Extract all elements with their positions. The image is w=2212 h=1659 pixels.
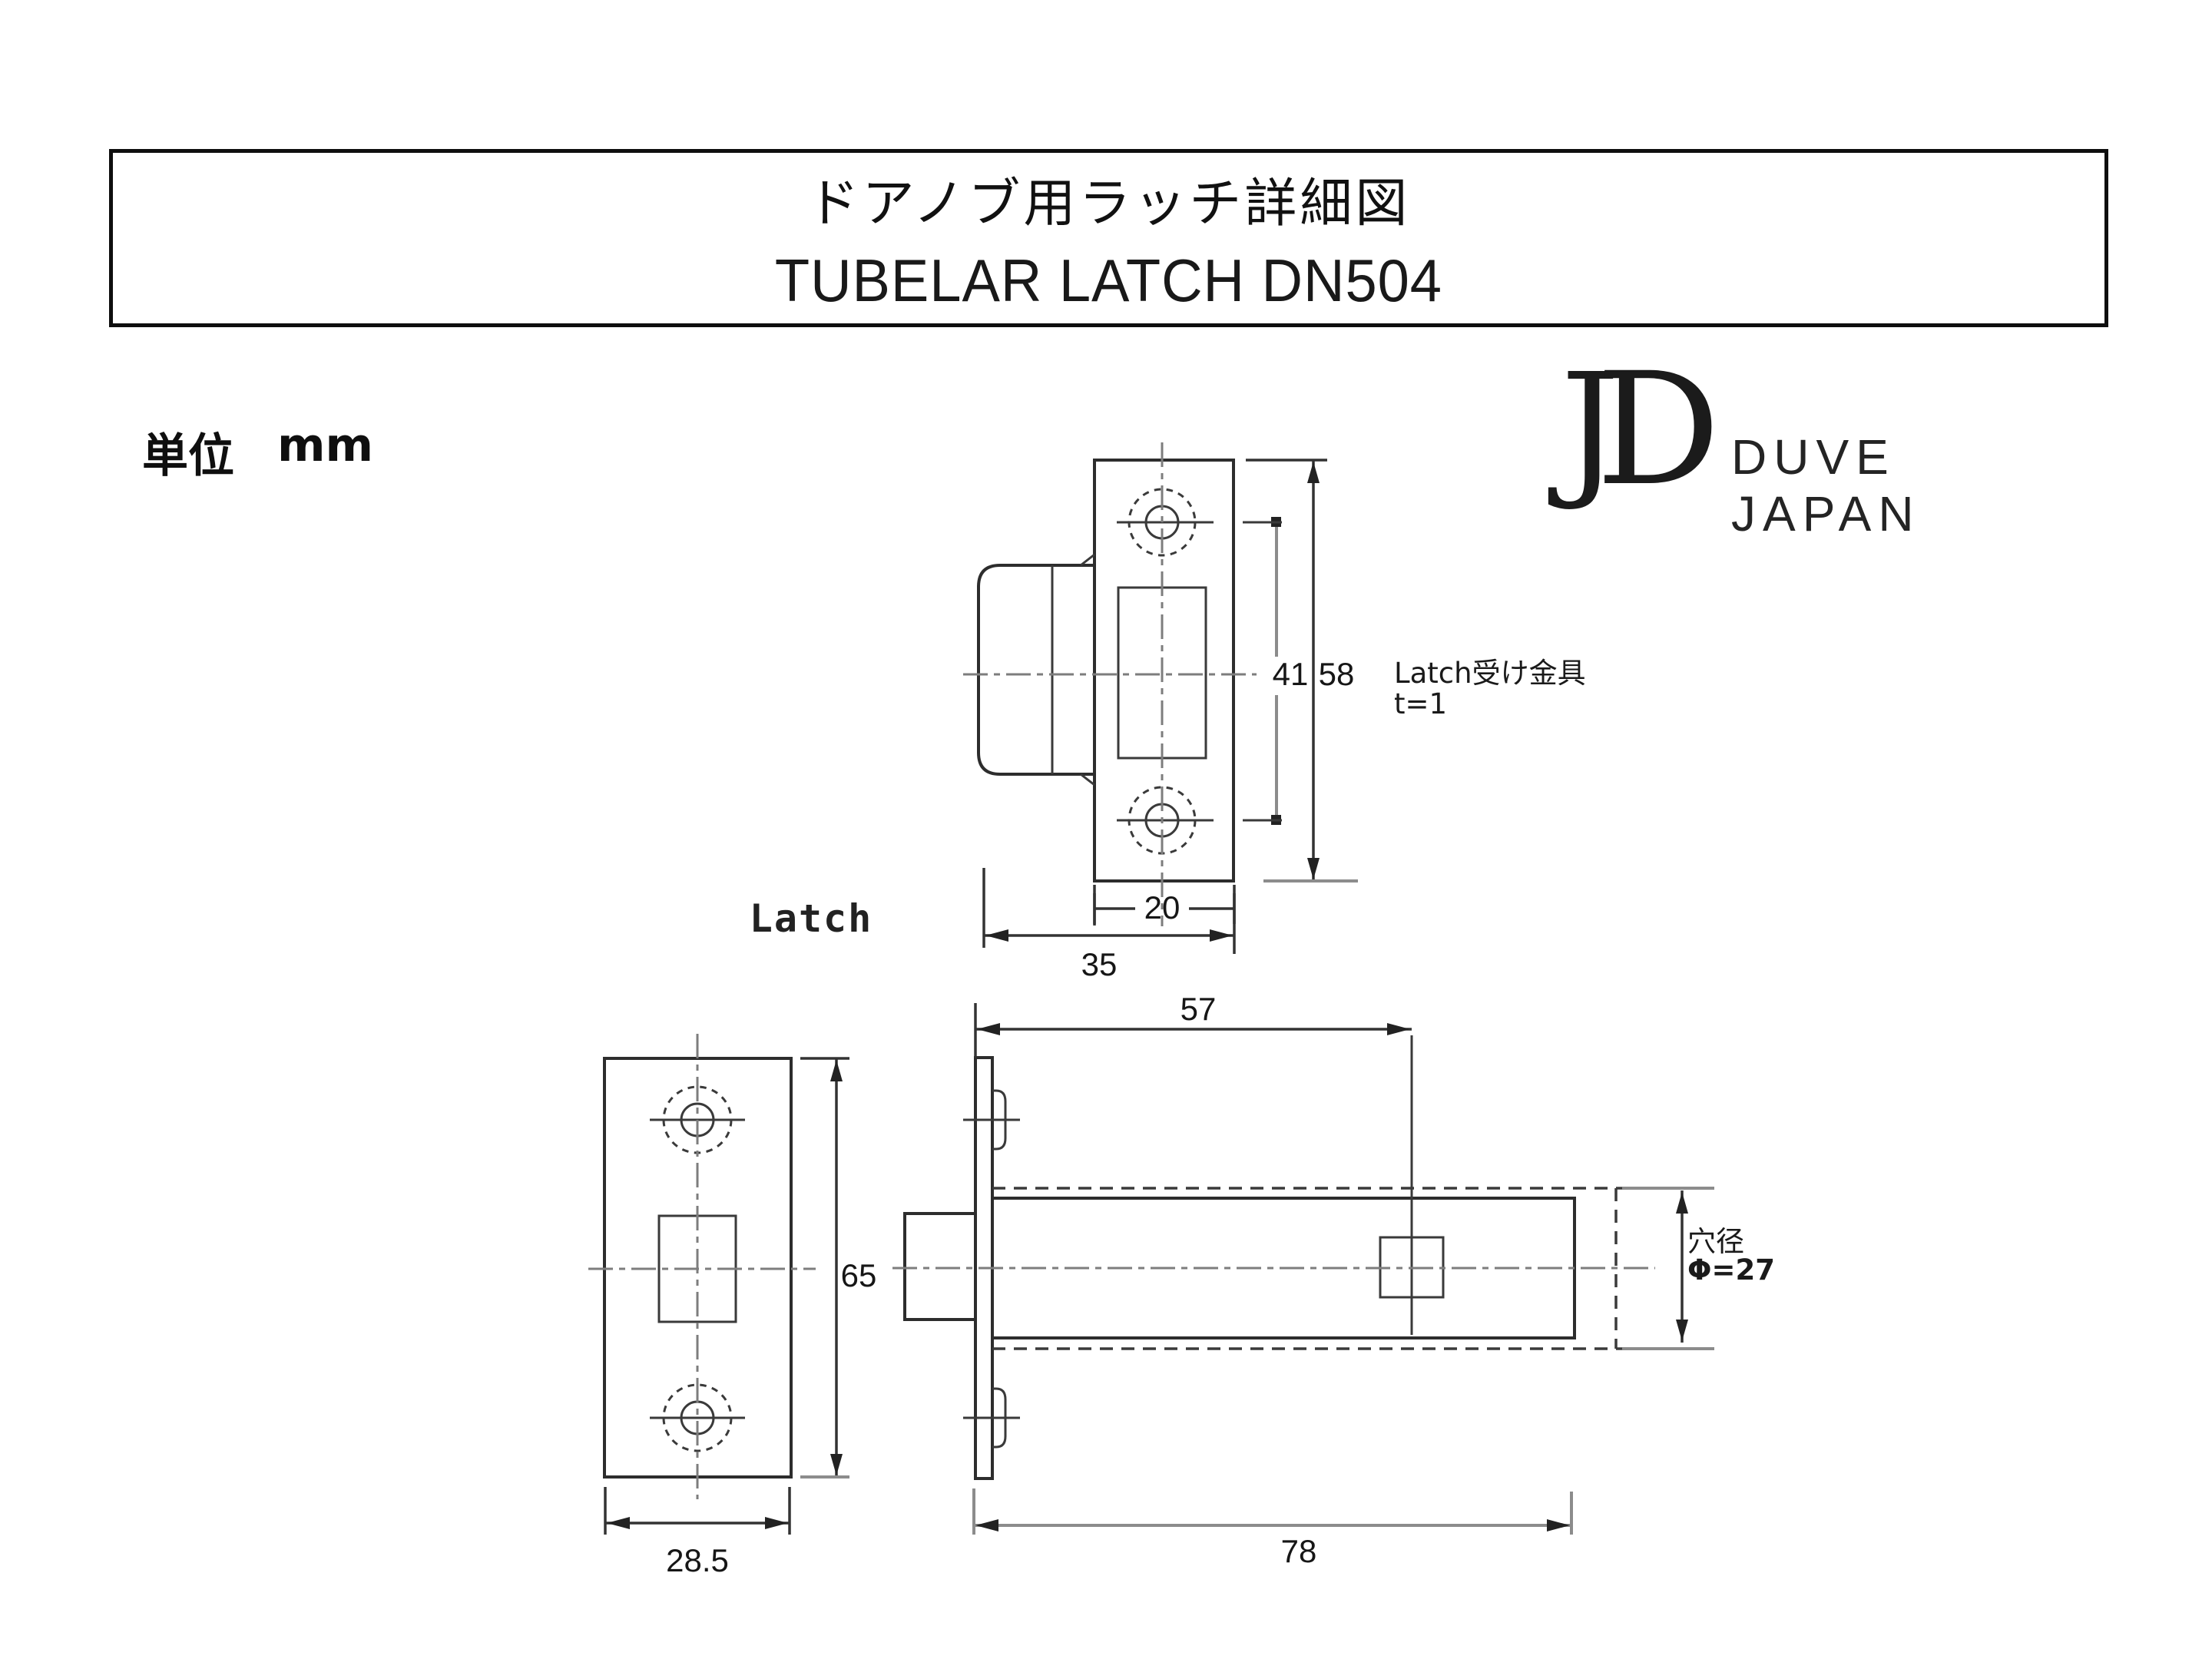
latch-view-label: Latch [749, 896, 873, 941]
logo-wordmark: DUVE JAPAN [1731, 429, 1921, 541]
strike-plate-view [963, 442, 1358, 954]
side-bolt-outline [903, 1212, 977, 1321]
dim-label-backset: 57 [1180, 991, 1217, 1027]
dim-label-front-width: 28.5 [666, 1542, 729, 1578]
strike-note-line2: t=1 [1394, 687, 1448, 720]
dim-label-strike-height: 58 [1318, 656, 1355, 692]
dim-label-front-height: 65 [840, 1257, 877, 1293]
strike-plate-lip-steps [1080, 553, 1095, 786]
dim35-arrow-right [1210, 929, 1233, 942]
dim57-arrow-left [977, 1023, 1000, 1035]
dim58-arrow-down [1307, 858, 1320, 879]
company-logo: J D DUVE JAPAN [1561, 352, 2098, 541]
latch-front-view [588, 1034, 849, 1535]
dim65-arrow-down [830, 1454, 843, 1475]
dim78-arrow-right [1547, 1519, 1570, 1532]
hole-note-line1: 穴径 [1687, 1225, 1744, 1258]
dim58-arrow-up [1307, 462, 1320, 483]
dim-hole-arrow-down [1676, 1320, 1688, 1341]
unit-value: mm [277, 419, 374, 472]
dim-label-hole-pitch: 41 [1272, 656, 1309, 692]
dim65-arrow-up [830, 1060, 843, 1081]
latch-side-view [892, 1003, 1714, 1535]
logo-monogram-icon: J D [1561, 352, 1726, 507]
dim57-arrow-right [1387, 1023, 1410, 1035]
hole-note-line2: Φ=27 [1687, 1253, 1775, 1286]
strike-plate-outline [1093, 459, 1235, 882]
dim-hole-arrow-up [1676, 1192, 1688, 1214]
dim-label-strike-overall-width: 35 [1081, 946, 1118, 982]
logo-letter-d: D [1596, 339, 1720, 520]
strike-plate-lip [977, 564, 1094, 776]
dim-label-overall-length: 78 [1280, 1533, 1317, 1569]
dim78-arrow-left [975, 1519, 998, 1532]
dim285-arrow-right [765, 1517, 788, 1529]
dim-label-strike-plate-width: 20 [1144, 889, 1181, 926]
strike-note-line1: Latch受け金具 [1394, 657, 1586, 690]
unit-note: 単位 mm [142, 419, 373, 485]
logo-letter-j: J [1561, 343, 1620, 514]
dim285-arrow-left [607, 1517, 630, 1529]
title-box: ドアノブ用ラッチ詳細図 TUBELAR LATCH DN504 [109, 149, 2108, 327]
title-english: TUBELAR LATCH DN504 [774, 247, 1443, 314]
dim35-arrow-left [985, 929, 1008, 942]
unit-label: 単位 [142, 429, 234, 483]
title-japanese: ドアノブ用ラッチ詳細図 [806, 174, 1411, 234]
